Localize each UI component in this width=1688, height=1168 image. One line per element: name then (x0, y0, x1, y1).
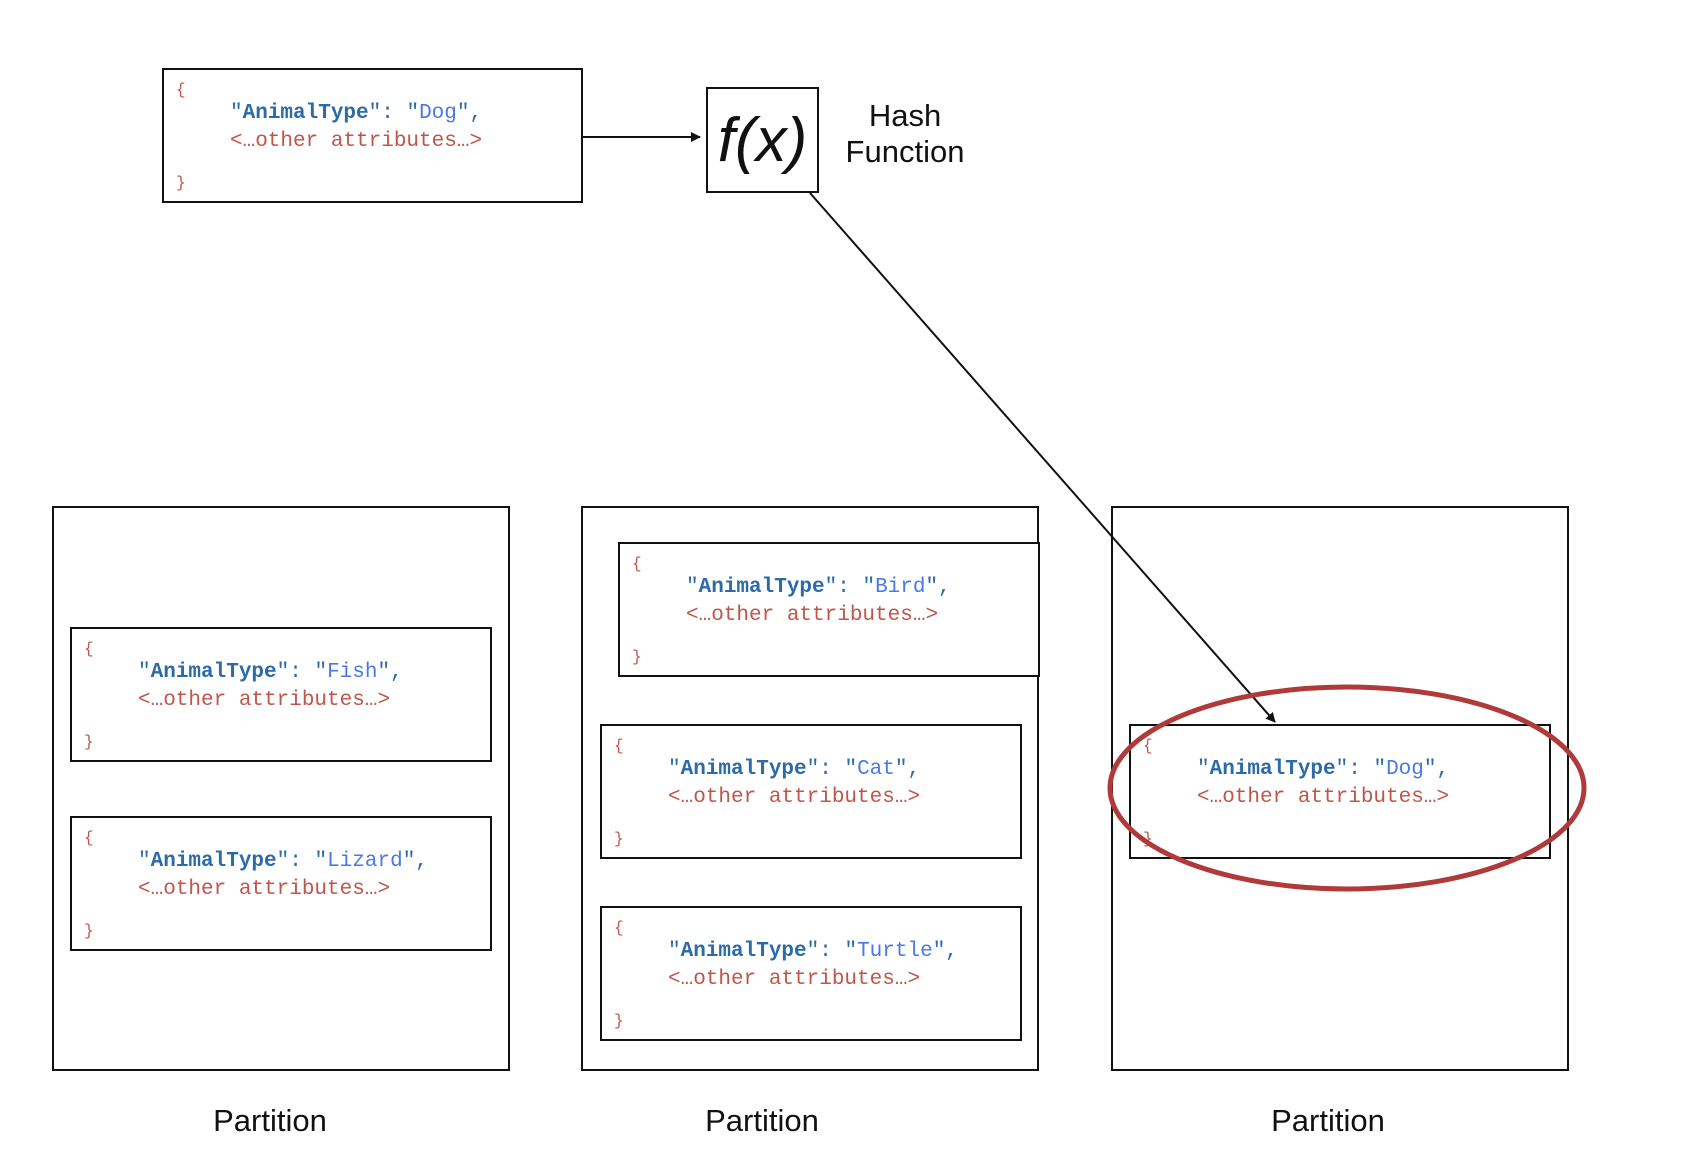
item-key: AnimalType (242, 102, 369, 125)
open-brace: { (614, 737, 624, 755)
partition-item: { "AnimalType": "Lizard", <…other attrib… (70, 816, 492, 951)
key-value: "AnimalType": "Dog", (1197, 758, 1450, 781)
item-value: Turtle (857, 940, 933, 963)
other-attributes: <…other attributes…> (686, 604, 939, 627)
item-key: AnimalType (680, 940, 807, 963)
partition-item: { "AnimalType": "Bird", <…other attribut… (618, 542, 1040, 677)
item-key: AnimalType (698, 576, 825, 599)
open-brace: { (176, 81, 186, 99)
key-value: "AnimalType": "Bird", (686, 576, 951, 599)
item-key: AnimalType (680, 758, 807, 781)
item-key: AnimalType (1209, 758, 1336, 781)
close-brace: } (614, 1012, 624, 1030)
open-brace: { (632, 555, 642, 573)
open-brace: { (84, 640, 94, 658)
item-value: Bird (875, 576, 926, 599)
other-attributes: <…other attributes…> (1197, 786, 1450, 809)
item-value: Lizard (327, 850, 403, 873)
key-value: "AnimalType": "Cat", (668, 758, 921, 781)
source-item: { "AnimalType": "Dog", <…other attribute… (162, 68, 583, 203)
close-brace: } (614, 830, 624, 848)
close-brace: } (176, 174, 186, 192)
key-value: "AnimalType": "Turtle", (668, 940, 958, 963)
partition-item: { "AnimalType": "Dog", <…other attribute… (1129, 724, 1551, 859)
hash-function-label: Hash Function (840, 98, 970, 170)
close-brace: } (1143, 830, 1153, 848)
other-attributes: <…other attributes…> (138, 689, 391, 712)
item-key: AnimalType (150, 661, 277, 684)
open-brace: { (1143, 737, 1153, 755)
open-brace: { (614, 919, 624, 937)
hash-label-line2: Function (845, 134, 965, 169)
hash-function-box: f(x) (706, 87, 819, 193)
partition-item: { "AnimalType": "Turtle", <…other attrib… (600, 906, 1022, 1041)
other-attributes: <…other attributes…> (230, 130, 483, 153)
close-brace: } (632, 648, 642, 666)
item-value: Fish (327, 661, 378, 684)
item-value: Dog (1386, 758, 1424, 781)
hash-label-line1: Hash (868, 98, 942, 133)
item-value: Dog (419, 102, 457, 125)
partition-label: Partition (705, 1103, 819, 1138)
other-attributes: <…other attributes…> (138, 878, 391, 901)
key-value: "AnimalType": "Lizard", (138, 850, 428, 873)
other-attributes: <…other attributes…> (668, 786, 921, 809)
close-brace: } (84, 922, 94, 940)
item-key: AnimalType (150, 850, 277, 873)
other-attributes: <…other attributes…> (668, 968, 921, 991)
key-value: "AnimalType": "Fish", (138, 661, 403, 684)
partition-box (52, 506, 510, 1071)
close-brace: } (84, 733, 94, 751)
partition-item: { "AnimalType": "Cat", <…other attribute… (600, 724, 1022, 859)
partition-label: Partition (213, 1103, 327, 1138)
key-value: "AnimalType": "Dog", (230, 102, 483, 125)
item-value: Cat (857, 758, 895, 781)
partition-label: Partition (1271, 1103, 1385, 1138)
partition-item: { "AnimalType": "Fish", <…other attribut… (70, 627, 492, 762)
open-brace: { (84, 829, 94, 847)
